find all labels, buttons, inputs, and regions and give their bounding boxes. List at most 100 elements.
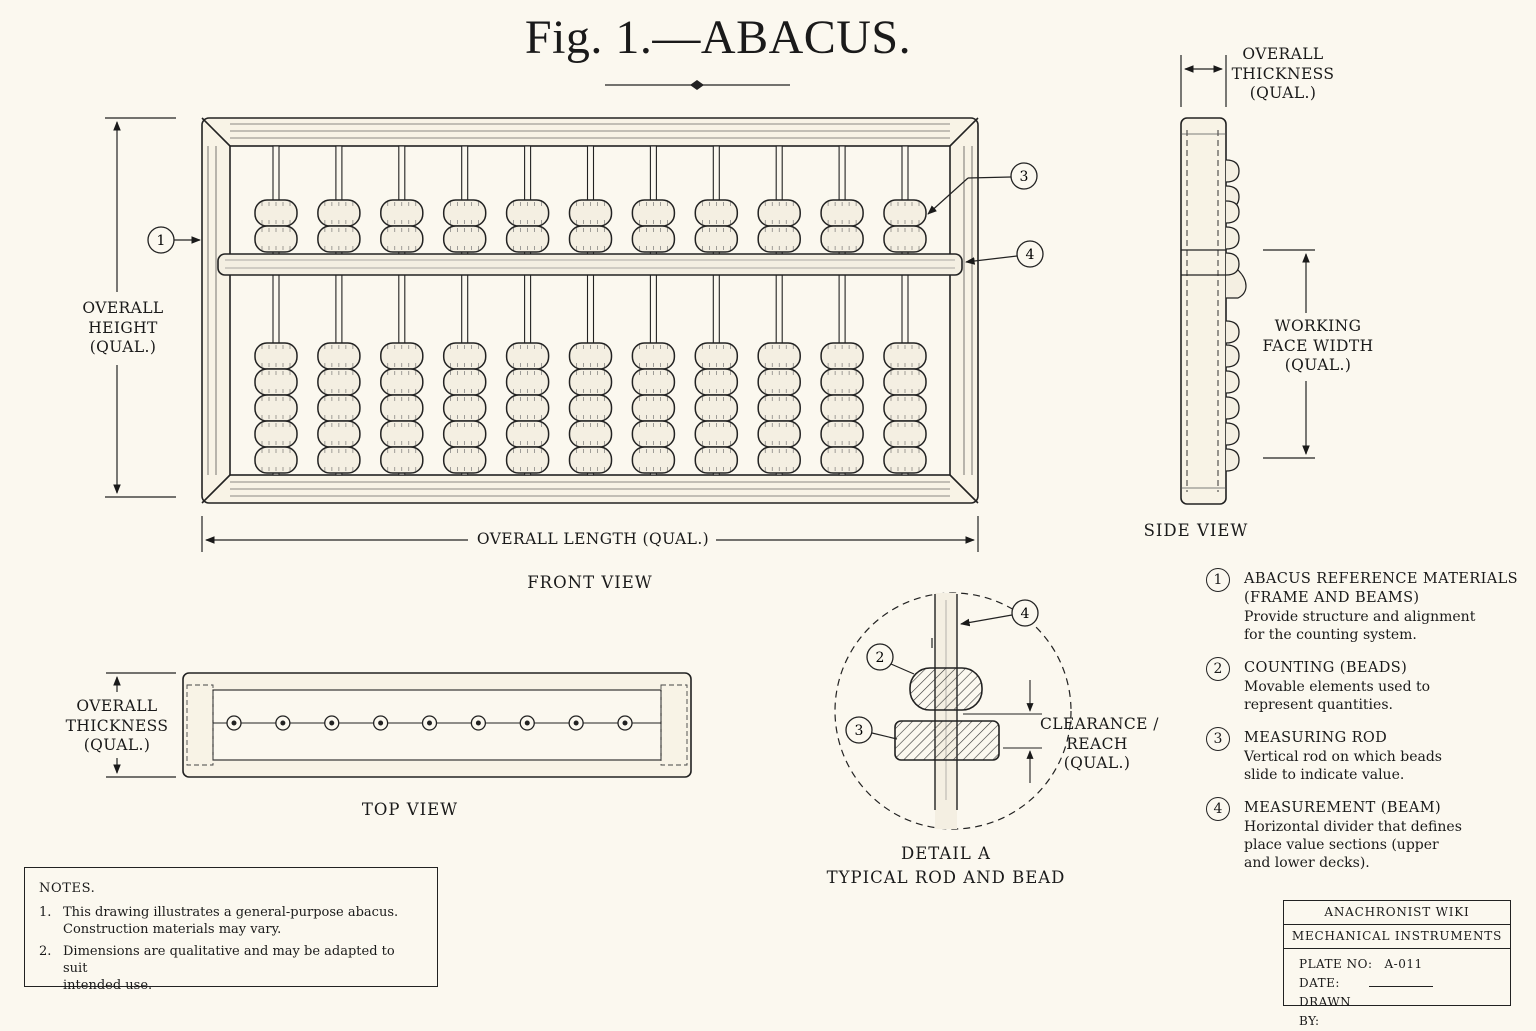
bead: [505, 368, 550, 396]
rod-hole: [372, 715, 389, 731]
bead: [757, 225, 801, 253]
rod-hole: [568, 715, 584, 731]
rod: [317, 145, 361, 476]
overall-length-label: OVERALL LENGTH (QUAL.): [476, 530, 710, 548]
callout-3-detail: 4: [960, 599, 1039, 627]
side-bead: [1225, 422, 1240, 446]
title-ornament: [605, 80, 790, 90]
bead: [757, 199, 801, 227]
note-item: 2. Dimensions are qualitative and may be…: [39, 944, 395, 993]
bead: [694, 394, 739, 422]
bead: [442, 446, 487, 474]
side-view: [1180, 55, 1315, 505]
rod: [631, 145, 676, 476]
bead: [380, 342, 424, 370]
bead: [631, 394, 676, 422]
bead: [757, 342, 801, 370]
bead: [505, 199, 550, 227]
top-thickness-dimension: [106, 672, 176, 778]
bead: [694, 368, 739, 396]
bead: [820, 368, 864, 396]
callout-3-front: 3: [927, 162, 1038, 215]
rod-hole: [617, 715, 633, 731]
side-bead: [1225, 226, 1240, 250]
bead: [568, 420, 613, 448]
bead: [317, 446, 361, 474]
bead: [883, 225, 927, 253]
detail-a: 2 3 4: [834, 592, 1072, 830]
rod: [505, 145, 550, 476]
bead: [317, 420, 361, 448]
callout-4-detail: 3: [845, 716, 898, 744]
clearance-label: CLEARANCE / REACH (QUAL.): [1040, 715, 1159, 772]
bead: [820, 199, 864, 227]
svg-text:4: 4: [1026, 247, 1035, 263]
overall-height-label: OVERALL HEIGHT (QUAL.): [82, 299, 164, 356]
bead: [254, 446, 298, 474]
bead: [505, 420, 550, 448]
legend-number: 3: [1206, 727, 1230, 751]
bead: [442, 420, 487, 448]
bead: [380, 446, 424, 474]
side-bead: [1225, 159, 1240, 183]
bead: [442, 368, 487, 396]
bead: [820, 225, 864, 253]
bead: [883, 199, 927, 227]
svg-text:1: 1: [157, 233, 166, 249]
date-field: DATE:: [1299, 974, 1495, 993]
bead: [568, 342, 613, 370]
figure-title: Fig. 1.—ABACUS.: [524, 11, 912, 64]
top-view-caption: TOP VIEW: [361, 800, 459, 819]
rod: [442, 145, 487, 476]
legend-number: 4: [1206, 797, 1230, 821]
legend: 1 ABACUS REFERENCE MATERIALS(FRAME AND B…: [1206, 568, 1526, 885]
bead: [883, 368, 927, 396]
legend-item-4: 4 MEASUREMENT (BEAM) Horizontal divider …: [1206, 797, 1526, 872]
rod: [820, 145, 864, 476]
bead: [380, 225, 424, 253]
side-bead: [1225, 200, 1240, 224]
bead: [820, 342, 864, 370]
callout-1: 1: [147, 226, 201, 254]
bead: [317, 368, 361, 396]
bead: [505, 225, 550, 253]
top-view: [106, 672, 692, 778]
legend-item-3: 3 MEASURING ROD Vertical rod on which be…: [1206, 727, 1526, 784]
bead: [631, 368, 676, 396]
bead: [883, 342, 927, 370]
top-thickness-label: OVERALL THICKNESS (QUAL.): [65, 697, 169, 754]
side-bead: [1225, 448, 1240, 472]
face-width-label: WORKING FACE WIDTH (QUAL.): [1262, 317, 1374, 374]
side-thickness-label: OVERALL THICKNESS (QUAL.): [1231, 45, 1335, 102]
legend-number: 1: [1206, 568, 1230, 592]
front-rods: [254, 145, 927, 476]
bead: [883, 420, 927, 448]
bead: [254, 420, 298, 448]
bead: [820, 446, 864, 474]
rod: [568, 145, 613, 476]
svg-text:4: 4: [1021, 606, 1030, 622]
bead: [820, 420, 864, 448]
bead: [694, 225, 739, 253]
title-block: ANACHRONIST WIKI MECHANICAL INSTRUMENTS …: [1283, 900, 1511, 1028]
side-view-caption: SIDE VIEW: [1143, 521, 1249, 540]
notes-title: NOTES.: [39, 881, 96, 896]
legend-item-2: 2 COUNTING (BEADS) Movable elements used…: [1206, 657, 1526, 714]
bead: [505, 342, 550, 370]
bead: [568, 394, 613, 422]
rod: [883, 145, 927, 476]
bead: [568, 225, 613, 253]
bead: [380, 199, 424, 227]
height-dimension: [105, 117, 176, 498]
clearance-dimension: [963, 680, 1042, 783]
bead: [442, 225, 487, 253]
face-width-dimension: [1263, 249, 1315, 459]
bead: [254, 199, 298, 227]
legend-item-1: 1 ABACUS REFERENCE MATERIALS(FRAME AND B…: [1206, 568, 1526, 644]
bead: [694, 420, 739, 448]
bead: [757, 420, 801, 448]
rod-hole: [275, 715, 291, 731]
side-bead: [1225, 396, 1240, 420]
callout-2-detail: 2: [866, 643, 915, 675]
note-item: 1. This drawing illustrates a general-pu…: [39, 905, 399, 937]
